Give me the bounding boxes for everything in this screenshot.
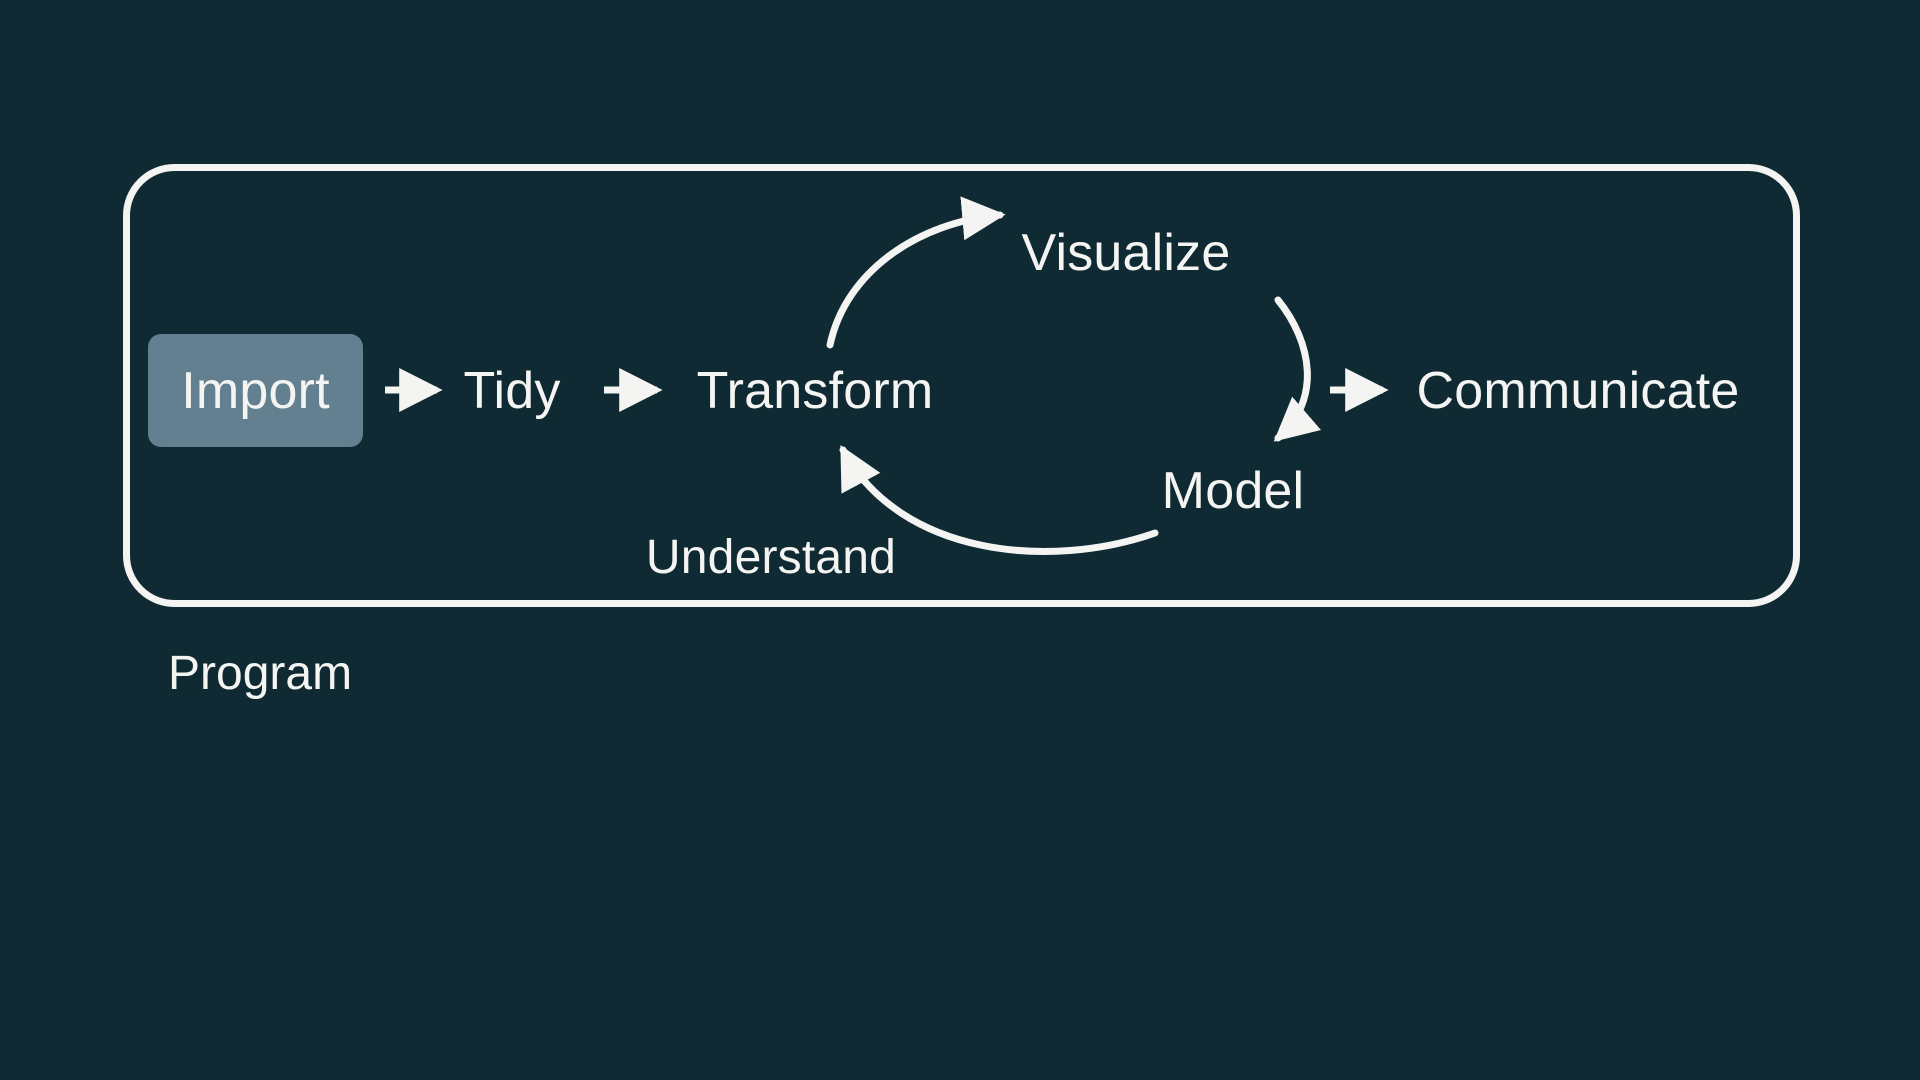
node-tidy[interactable]: Tidy [463, 362, 561, 420]
node-import[interactable]: Import [148, 334, 363, 447]
group-label-understand: Understand [645, 531, 897, 584]
node-model[interactable]: Model [1161, 462, 1305, 520]
group-label-program: Program [168, 647, 353, 700]
edge-transform-to-visualize [826, 196, 1006, 349]
edge-visualize-to-model [1273, 296, 1322, 442]
node-communicate[interactable]: Communicate [1416, 362, 1740, 420]
edge-model-to-transform [839, 445, 1159, 555]
node-import-label: Import [181, 361, 330, 420]
program-container-outline [123, 164, 1800, 607]
node-visualize[interactable]: Visualize [1021, 224, 1231, 282]
node-transform[interactable]: Transform [696, 362, 934, 420]
